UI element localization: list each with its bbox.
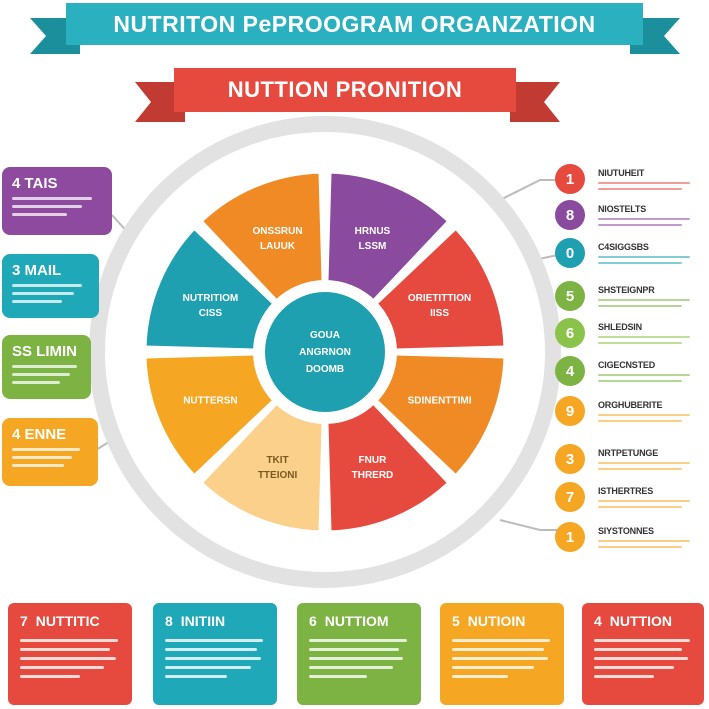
right-list-label: NRTPETUNGE bbox=[598, 448, 659, 458]
right-list-number: 6 bbox=[555, 318, 585, 348]
right-list-number: 7 bbox=[555, 482, 585, 512]
wheel-segment-label: LSSM bbox=[359, 241, 387, 252]
right-list-label: NIOSTELTS bbox=[598, 204, 647, 214]
right-list-number: 8 bbox=[555, 200, 585, 230]
wheel-segment-label: ORIETITTION bbox=[408, 293, 471, 304]
bottom-card-3: 6 NUTTIOM bbox=[297, 603, 421, 705]
right-list-label: C4SIGGSBS bbox=[598, 242, 649, 252]
wheel-segment-label: CISS bbox=[199, 308, 223, 319]
center-line-1: GOUA bbox=[310, 330, 340, 341]
card-number: 6 bbox=[309, 613, 317, 629]
card-number: 8 bbox=[165, 613, 173, 629]
right-list-label: CIGECNSTED bbox=[598, 360, 656, 370]
card-number: 7 bbox=[20, 613, 28, 629]
right-list-number: 5 bbox=[555, 281, 585, 311]
right-list-number: 0 bbox=[555, 238, 585, 268]
right-list-label: SHSTEIGNPR bbox=[598, 285, 655, 295]
center-line-2: ANGRNON bbox=[299, 347, 351, 358]
card-number: 4 bbox=[594, 613, 602, 629]
card-title: NUTTIOM bbox=[324, 613, 389, 629]
right-list-item: 1 SIYSTONNES bbox=[555, 522, 705, 558]
card-number: 5 bbox=[452, 613, 460, 629]
right-list-label: ISTHERTRES bbox=[598, 486, 654, 496]
right-list-item: 1 NIUTUHEIT bbox=[555, 164, 705, 200]
right-list-number: 1 bbox=[555, 164, 585, 194]
wheel-segment-label: THRERD bbox=[352, 470, 394, 481]
wheel-segments: ONSSRUN LAUUK HRNUS LSSM ORIETITTION IISS SDIN… bbox=[143, 170, 507, 534]
wheel-segment-label: FNUR bbox=[359, 455, 388, 466]
bottom-card-4: 5 NUTIOIN bbox=[440, 603, 564, 705]
right-list-item: 0 C4SIGGSBS bbox=[555, 238, 705, 274]
bottom-card-5: 4 NUTTION bbox=[582, 603, 704, 705]
left-box-2: 3 MAIL bbox=[2, 254, 99, 318]
wheel-segment-label: IISS bbox=[430, 308, 449, 319]
right-list-label: SIYSTONNES bbox=[598, 526, 654, 536]
wheel-segment-label: NUTRITIOM bbox=[183, 293, 239, 304]
card-title: NUTIOIN bbox=[467, 613, 526, 629]
wheel-segment-label: SDINENTTIMI bbox=[408, 395, 472, 406]
card-title: INITIIN bbox=[180, 613, 226, 629]
left-box-title: 4 TAIS bbox=[12, 175, 58, 192]
center-line-3: DOOMB bbox=[306, 364, 344, 375]
right-list-label: NIUTUHEIT bbox=[598, 168, 645, 178]
right-list-label: SHLEDSIN bbox=[598, 322, 642, 332]
page-title: NUTRITON PePROOGRAM ORGANZATION bbox=[66, 3, 643, 45]
right-list-item: 7 ISTHERTRES bbox=[555, 482, 705, 518]
subtitle-ribbon-tails bbox=[135, 82, 560, 122]
wheel-segment-label: NUTTERSN bbox=[183, 395, 237, 406]
wheel-hub bbox=[265, 292, 385, 412]
right-list-item: 6 SHLEDSIN bbox=[555, 318, 705, 354]
page-subtitle: NUTTION PRONITION bbox=[174, 68, 516, 112]
card-title: NUTTION bbox=[609, 613, 673, 629]
right-list-number: 9 bbox=[555, 396, 585, 426]
right-list-item: 4 CIGECNSTED bbox=[555, 356, 705, 392]
wheel-segment-label: ONSSRUN bbox=[253, 226, 303, 237]
left-box-title: 3 MAIL bbox=[12, 262, 62, 279]
left-box-title: SS LIMIN bbox=[12, 343, 78, 360]
left-box-1: 4 TAIS bbox=[2, 167, 112, 235]
left-box-title: 4 ENNE bbox=[12, 426, 67, 443]
bottom-card-2: 8 INITIIN bbox=[153, 603, 277, 705]
bottom-card-1: 7 NUTTITIC bbox=[8, 603, 132, 705]
left-box-3: SS LIMIN bbox=[2, 335, 91, 399]
left-box-4: 4 ENNE bbox=[2, 418, 98, 486]
wheel-segment-label: TKIT bbox=[266, 455, 288, 466]
right-list-item: 5 SHSTEIGNPR bbox=[555, 281, 705, 317]
right-list-number: 3 bbox=[555, 444, 585, 474]
right-list-number: 1 bbox=[555, 522, 585, 552]
right-list-item: 3 NRTPETUNGE bbox=[555, 444, 705, 480]
wheel-center-label: GOUA ANGRNON DOOMB bbox=[299, 330, 351, 375]
right-list-item: 9 ORGHUBERITE bbox=[555, 396, 705, 432]
card-title: NUTTITIC bbox=[35, 613, 100, 629]
wheel-segment-label: TTEIONI bbox=[258, 470, 298, 481]
wheel-segment-label: HRNUS bbox=[355, 226, 391, 237]
right-list-label: ORGHUBERITE bbox=[598, 400, 663, 410]
right-list-number: 4 bbox=[555, 356, 585, 386]
wheel-segment-label: LAUUK bbox=[260, 241, 296, 252]
right-list-item: 8 NIOSTELTS bbox=[555, 200, 705, 236]
